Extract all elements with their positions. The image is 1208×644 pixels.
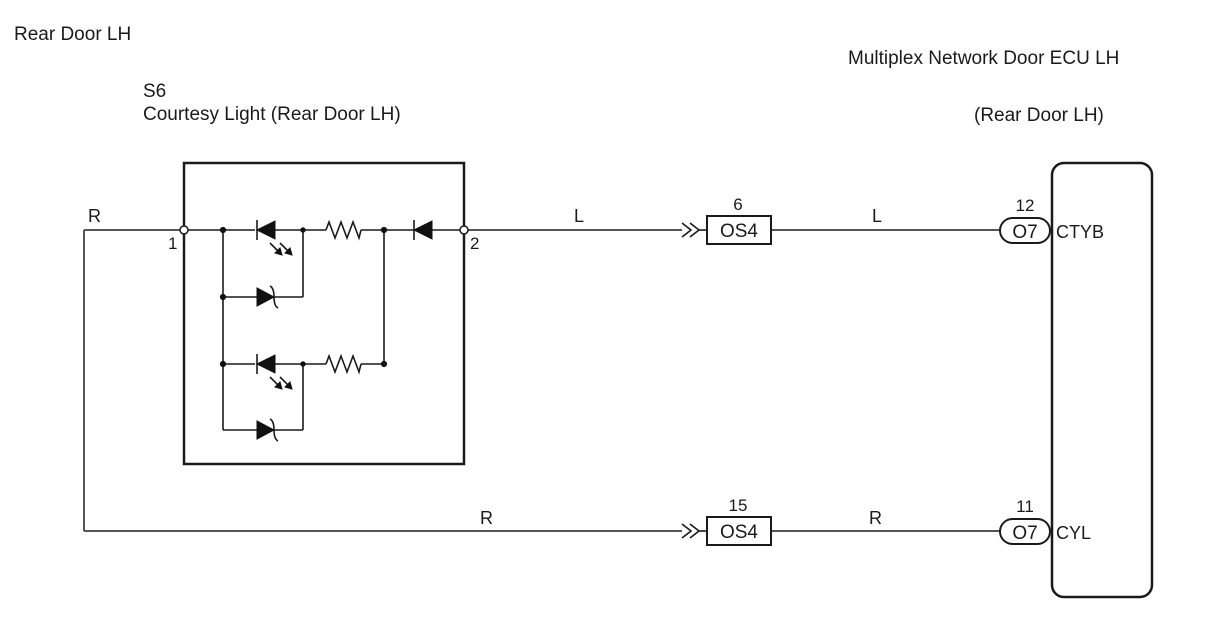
wire-r-left xyxy=(83,229,180,531)
junction-box-2 xyxy=(706,516,772,546)
pin-label-2: 2 xyxy=(470,234,479,253)
ecu-signal-1: CTYB xyxy=(1056,222,1104,242)
component-code: S6 xyxy=(143,81,166,102)
wire-label-r-left: R xyxy=(88,206,101,226)
junction-pin-2: 15 xyxy=(729,496,748,515)
ecu-connector-2-label: O7 xyxy=(1012,523,1037,544)
junction-connector-1: OS4 xyxy=(720,221,758,242)
junction-box-1 xyxy=(706,215,772,245)
led-2-icon xyxy=(255,354,293,390)
connector-arrow-1-icon xyxy=(681,222,707,238)
area-label: Rear Door LH xyxy=(14,24,131,45)
wire-label-l-ecu: L xyxy=(872,206,882,226)
component-name: Courtesy Light (Rear Door LH) xyxy=(143,104,401,125)
ecu-box xyxy=(1050,161,1154,599)
resistor-1-icon xyxy=(325,219,362,241)
courtesy-light-circuit xyxy=(184,219,464,442)
ecu-subtitle: (Rear Door LH) xyxy=(974,105,1104,126)
ecu-connector-2 xyxy=(999,518,1051,545)
led-1-icon xyxy=(255,220,293,256)
wire-label-r-junction: R xyxy=(480,508,493,528)
terminal-1-icon xyxy=(179,225,189,235)
pin-label-1: 1 xyxy=(168,234,177,253)
resistor-2-icon xyxy=(325,353,362,375)
ecu-connector-1 xyxy=(999,217,1051,244)
wire-label-l-junction: L xyxy=(574,206,584,226)
junction-pin-1: 6 xyxy=(733,195,742,214)
diode-icon xyxy=(412,220,433,240)
ecu-connector-1-label: O7 xyxy=(1012,222,1037,243)
zener-diode-1-icon xyxy=(256,285,279,309)
ecu-signal-2: CYL xyxy=(1056,523,1091,543)
ecu-pin-2: 11 xyxy=(1016,497,1034,516)
junction-connector-2: OS4 xyxy=(720,522,758,543)
connector-arrow-2-icon xyxy=(681,523,707,539)
zener-diode-2-icon xyxy=(256,418,279,442)
wire-label-r-ecu: R xyxy=(869,508,882,528)
ecu-name: Multiplex Network Door ECU LH xyxy=(848,48,1119,69)
ecu-pin-1: 12 xyxy=(1016,196,1035,215)
courtesy-light-box xyxy=(182,161,466,466)
terminal-2-icon xyxy=(459,225,469,235)
